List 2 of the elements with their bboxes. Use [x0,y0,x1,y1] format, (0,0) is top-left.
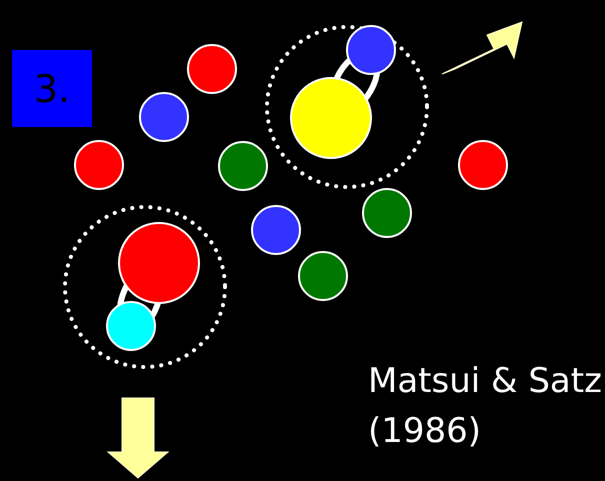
number-box: 3. [12,50,92,127]
citation-text: Matsui & Satz (1986) [368,360,602,453]
